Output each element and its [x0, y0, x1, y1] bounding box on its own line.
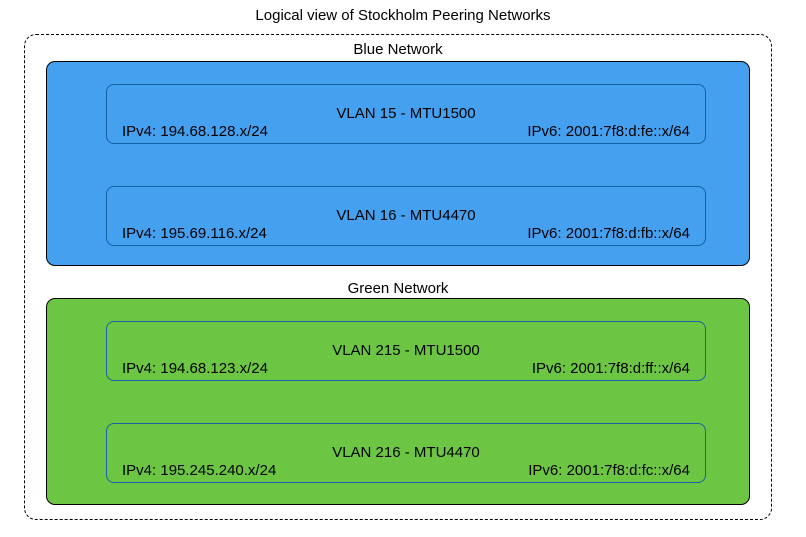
vlan-15-ipv6: IPv6: 2001:7f8:d:fe::x/64	[527, 123, 690, 140]
vlan-16-ipv4: IPv4: 195.69.116.x/24	[122, 225, 267, 242]
vlan-15-addresses: IPv4: 194.68.128.x/24 IPv6: 2001:7f8:d:f…	[122, 123, 690, 140]
vlan-16-title: VLAN 16 - MTU4470	[336, 207, 476, 224]
vlan-216-title: VLAN 216 - MTU4470	[332, 444, 480, 461]
vlan-216-ipv4: IPv4: 195.245.240.x/24	[122, 462, 277, 479]
diagram-title: Logical view of Stockholm Peering Networ…	[255, 7, 551, 24]
peering-networks-boundary: Blue Network VLAN 15 - MTU1500 IPv4: 194…	[24, 34, 772, 520]
vlan-216-ipv6: IPv6: 2001:7f8:d:fc::x/64	[528, 462, 690, 479]
green-network-label: Green Network	[347, 280, 449, 297]
vlan-215-ipv6: IPv6: 2001:7f8:d:ff::x/64	[531, 360, 690, 377]
vlan-15-box: VLAN 15 - MTU1500 IPv4: 194.68.128.x/24 …	[106, 84, 706, 144]
vlan-15-ipv4: IPv4: 194.68.128.x/24	[122, 123, 268, 140]
vlan-216-box: VLAN 216 - MTU4470 IPv4: 195.245.240.x/2…	[106, 423, 706, 483]
vlan-215-ipv4: IPv4: 194.68.123.x/24	[122, 360, 268, 377]
blue-network-box: VLAN 15 - MTU1500 IPv4: 194.68.128.x/24 …	[46, 61, 750, 266]
green-network-box: VLAN 215 - MTU1500 IPv4: 194.68.123.x/24…	[46, 298, 750, 505]
vlan-16-box: VLAN 16 - MTU4470 IPv4: 195.69.116.x/24 …	[106, 186, 706, 246]
vlan-15-title: VLAN 15 - MTU1500	[336, 105, 476, 122]
vlan-215-addresses: IPv4: 194.68.123.x/24 IPv6: 2001:7f8:d:f…	[122, 360, 690, 377]
vlan-16-addresses: IPv4: 195.69.116.x/24 IPv6: 2001:7f8:d:f…	[122, 225, 690, 242]
vlan-216-addresses: IPv4: 195.245.240.x/24 IPv6: 2001:7f8:d:…	[122, 462, 690, 479]
vlan-215-box: VLAN 215 - MTU1500 IPv4: 194.68.123.x/24…	[106, 321, 706, 381]
blue-network-label: Blue Network	[353, 41, 443, 58]
vlan-215-title: VLAN 215 - MTU1500	[332, 342, 480, 359]
vlan-16-ipv6: IPv6: 2001:7f8:d:fb::x/64	[527, 225, 690, 242]
